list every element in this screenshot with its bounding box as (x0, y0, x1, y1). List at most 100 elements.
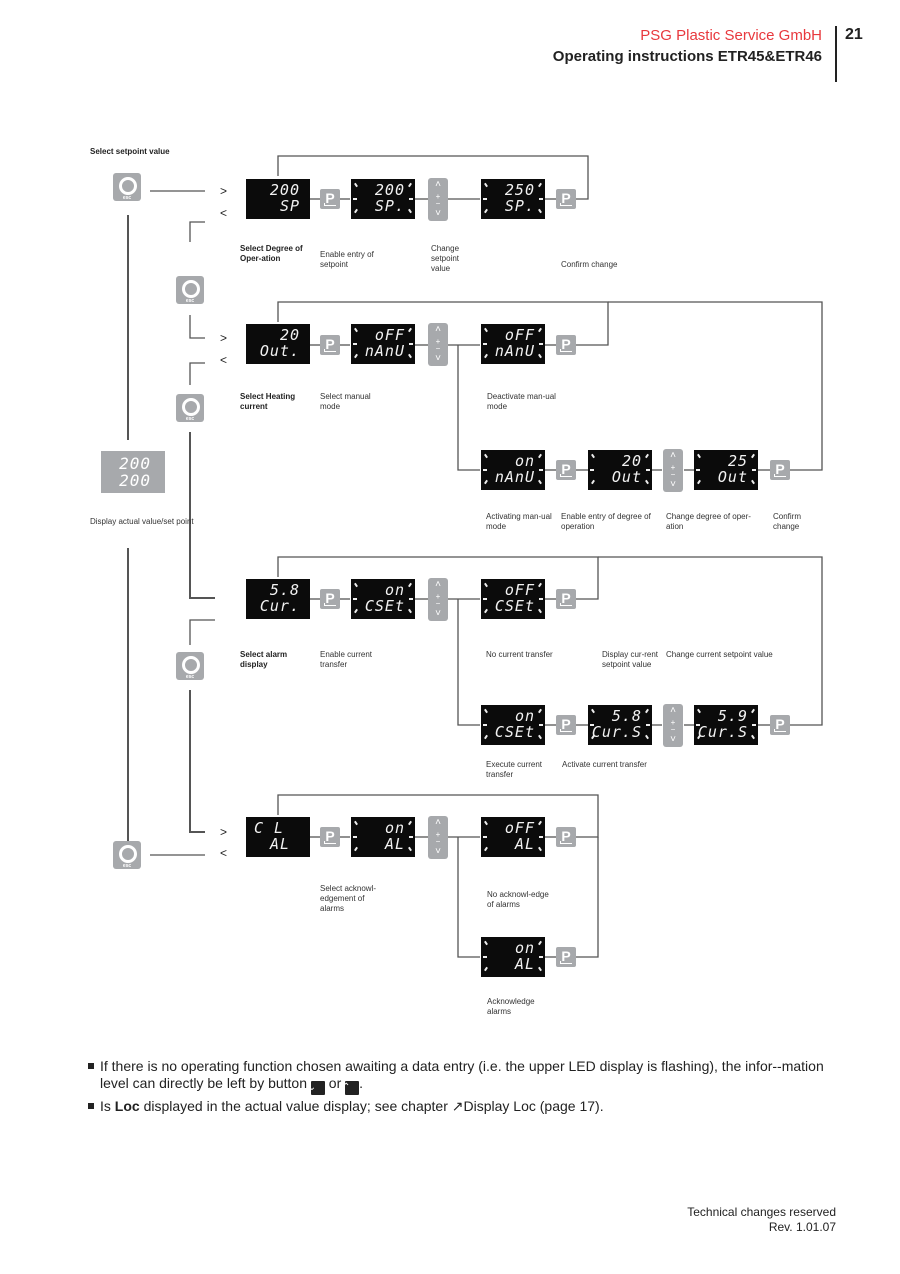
flash-indicator-icon (354, 327, 358, 333)
flash-indicator-icon (590, 724, 594, 726)
back-marker: < (220, 206, 228, 220)
flash-indicator-icon (408, 582, 412, 588)
flash-indicator-icon (484, 846, 488, 852)
revision: Rev. 1.01.07 (768, 1220, 836, 1234)
flash-indicator-icon (539, 469, 543, 471)
footer: Technical changes reserved Rev. 1.01.07 (687, 1205, 836, 1235)
flash-indicator-icon (538, 582, 542, 588)
p-button[interactable]: P (556, 460, 576, 480)
flash-indicator-icon (538, 353, 542, 359)
flash-indicator-icon (483, 724, 487, 726)
flash-indicator-icon (484, 327, 488, 333)
flash-indicator-icon (539, 724, 543, 726)
p-button[interactable]: P (770, 715, 790, 735)
flash-indicator-icon (409, 598, 413, 600)
flash-indicator-icon (409, 198, 413, 200)
flash-indicator-icon (354, 820, 358, 826)
flash-indicator-icon (646, 469, 650, 471)
flash-indicator-icon (484, 353, 488, 359)
esc-icon (119, 845, 137, 863)
flash-indicator-icon (483, 836, 487, 838)
bullet-icon (88, 1103, 94, 1109)
flash-indicator-icon (408, 353, 412, 359)
step-label: Confirm change (561, 260, 618, 269)
esc-button[interactable]: esc (176, 652, 204, 680)
esc-button[interactable]: esc (176, 276, 204, 304)
esc-button[interactable]: esc (113, 173, 141, 201)
up-down-button[interactable]: ˄+−˅ (428, 578, 448, 621)
flash-indicator-icon (483, 598, 487, 600)
header-divider (835, 26, 837, 82)
down-minus-key-icon: ⌄ (308, 1081, 325, 1095)
flash-indicator-icon (538, 182, 542, 188)
p-button[interactable]: P (556, 589, 576, 609)
p-button[interactable]: P (556, 715, 576, 735)
flash-indicator-icon (645, 734, 649, 740)
flash-indicator-icon (353, 343, 357, 345)
flash-indicator-icon (408, 182, 412, 188)
flash-indicator-icon (354, 846, 358, 852)
step-label: Select Degree of Oper-ation (240, 244, 303, 263)
flash-indicator-icon (538, 940, 542, 946)
esc-button[interactable]: esc (176, 394, 204, 422)
p-button[interactable]: P (320, 335, 340, 355)
flash-indicator-icon (409, 343, 413, 345)
p-button[interactable]: P (556, 189, 576, 209)
p-button[interactable]: P (556, 947, 576, 967)
flash-indicator-icon (539, 343, 543, 345)
flash-indicator-icon (539, 598, 543, 600)
up-down-button[interactable]: ˄+−˅ (663, 449, 683, 492)
p-button[interactable]: P (320, 189, 340, 209)
connector-line (189, 315, 205, 339)
flash-indicator-icon (354, 353, 358, 359)
step-label: Display cur-rent setpoint value (602, 650, 659, 669)
note-item: Is Loc displayed in the actual value dis… (88, 1098, 848, 1115)
esc-icon (182, 280, 200, 298)
flash-indicator-icon (484, 608, 488, 614)
esc-icon (182, 398, 200, 416)
p-button[interactable]: P (320, 589, 340, 609)
esc-icon (119, 177, 137, 195)
up-down-button[interactable]: ˄+−˅ (428, 323, 448, 366)
connector-line (189, 221, 205, 242)
flash-indicator-icon (484, 708, 488, 714)
up-down-button[interactable]: ˄+−˅ (663, 704, 683, 747)
notes: If there is no operating function chosen… (88, 1058, 848, 1118)
step-label: Deactivate man-ual mode (487, 392, 556, 411)
p-button[interactable]: P (556, 827, 576, 847)
section-title: Select setpoint value (90, 147, 170, 156)
flash-indicator-icon (645, 479, 649, 485)
up-plus-key-icon: ⌃ (342, 1081, 360, 1095)
flash-indicator-icon (353, 598, 357, 600)
flash-indicator-icon (484, 479, 488, 485)
flash-indicator-icon (483, 198, 487, 200)
up-down-button[interactable]: ˄+−˅ (428, 816, 448, 859)
back-marker: < (220, 353, 228, 367)
p-button[interactable]: P (320, 827, 340, 847)
step-label: Enable entry of degree of operation (561, 512, 651, 531)
flash-indicator-icon (539, 956, 543, 958)
flash-indicator-icon (751, 708, 755, 714)
flash-indicator-icon (751, 734, 755, 740)
flash-indicator-icon (484, 940, 488, 946)
p-button[interactable]: P (770, 460, 790, 480)
p-button[interactable]: P (556, 335, 576, 355)
up-down-button[interactable]: ˄+−˅ (428, 178, 448, 221)
esc-button[interactable]: esc (113, 841, 141, 869)
flash-indicator-icon (751, 453, 755, 459)
forward-marker: > (220, 331, 228, 345)
chapter-link[interactable]: ↗Display Loc (page 17) (451, 1098, 600, 1114)
flash-indicator-icon (483, 956, 487, 958)
flash-indicator-icon (484, 182, 488, 188)
back-marker: < (220, 846, 228, 860)
flash-indicator-icon (696, 469, 700, 471)
